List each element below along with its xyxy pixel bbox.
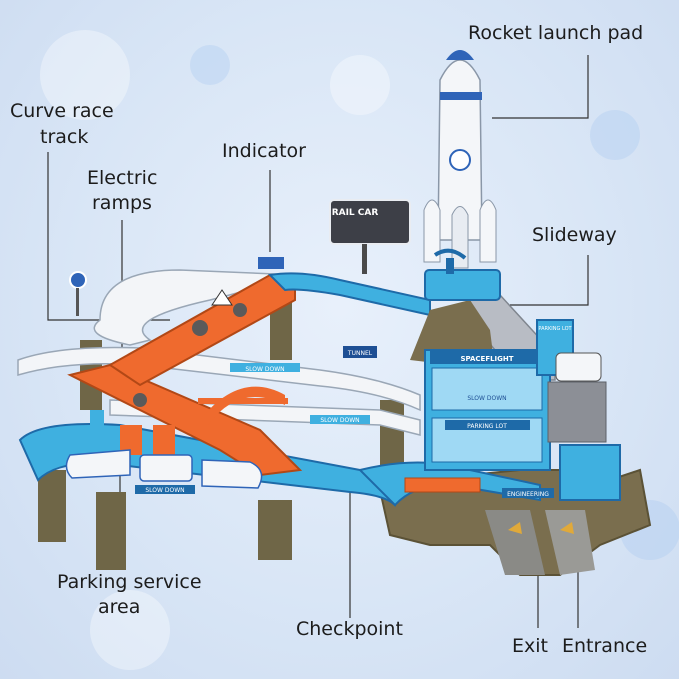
tunnel-sign-text: TUNNEL [347, 350, 373, 357]
launch-platform [424, 269, 501, 301]
road-signs [69, 257, 284, 316]
label-parking-service-area-line1: Parking service [57, 571, 202, 593]
ramp-arrows [508, 522, 574, 534]
label-curve-race-track-line2: track [40, 126, 89, 148]
label-parking-service-area-line2: area [98, 596, 141, 618]
label-electric-ramps-line1: Electric [87, 167, 158, 189]
train [65, 449, 263, 489]
exit-ramp [485, 510, 545, 575]
callout-rocket [492, 55, 589, 119]
bokeh-circle [330, 55, 390, 115]
label-curve-race-track-line1: Curve race [10, 100, 114, 122]
slow-down-text: SLOW DOWN [245, 366, 284, 373]
engineering-banner [502, 488, 554, 498]
entrance-ramp [545, 510, 595, 575]
engineering-text: ENGINEERING [507, 491, 549, 498]
checkpoint-gate [404, 477, 481, 493]
label-exit: Exit [512, 635, 548, 657]
parking-lot-tower-text: PARKING LOT [538, 326, 572, 332]
rail-car-sign-text: RAIL CAR [332, 208, 379, 218]
bokeh-circle [40, 30, 130, 120]
checkpoint-booths [90, 410, 175, 455]
bridge-deck [198, 398, 288, 404]
ramp-gears [133, 303, 247, 407]
label-electric-ramps-line2: ramps [92, 192, 152, 214]
rocket [423, 50, 497, 269]
spaceflight-building [424, 349, 551, 471]
slow-down-text: SLOW DOWN [320, 417, 359, 424]
label-indicator: Indicator [222, 140, 306, 162]
tunnel-sign [343, 346, 377, 358]
bokeh-circle [90, 590, 170, 670]
parking-lot-banner [445, 420, 530, 430]
label-rocket-launch-pad: Rocket launch pad [468, 22, 644, 44]
label-entrance: Entrance [562, 635, 648, 657]
rail-car-billboard [329, 199, 411, 274]
upper-blue-track [267, 272, 431, 317]
slow-down-banner [230, 363, 300, 372]
parking-tower [536, 319, 621, 501]
orange-bridge [200, 386, 285, 425]
callout-slideway [510, 255, 589, 306]
slow-down-text: SLOW DOWN [145, 487, 184, 494]
label-checkpoint: Checkpoint [296, 618, 403, 640]
parking-lot-text: PARKING LOT [467, 423, 507, 430]
slow-down-building-text: SLOW DOWN [467, 395, 506, 402]
bokeh-circle [590, 110, 640, 160]
satellite-dish [433, 248, 467, 274]
bokeh-circle [190, 45, 230, 85]
slow-down-banner [310, 415, 370, 424]
spaceflight-text: SPACEFLIGHT [460, 355, 513, 363]
label-slideway: Slideway [532, 224, 617, 246]
slow-down-banner [135, 485, 195, 494]
